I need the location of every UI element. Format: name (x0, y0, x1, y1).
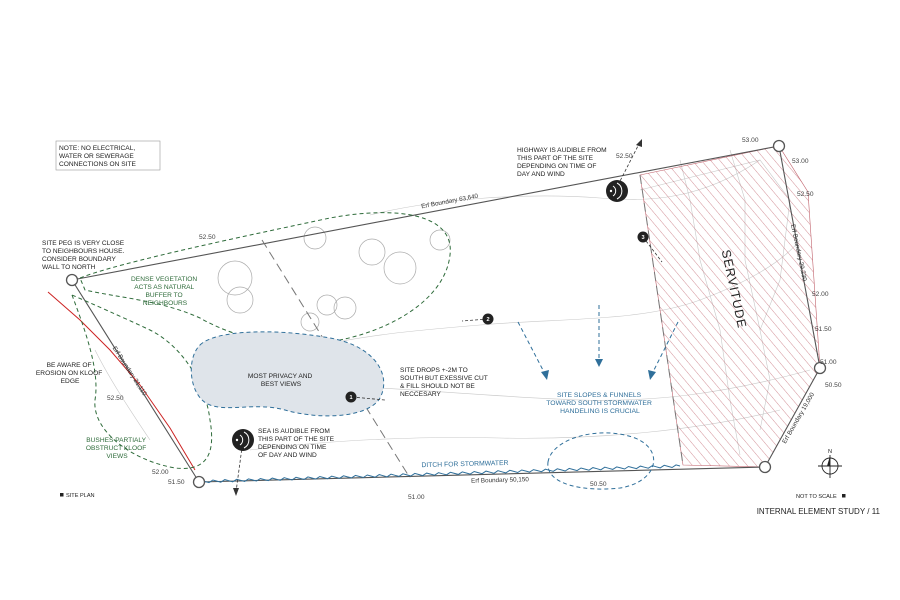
level-label: 51.50 (168, 479, 185, 486)
marker-1-label: 1 (349, 395, 352, 401)
marker-3: 3 (637, 231, 649, 243)
sound-icon (606, 180, 628, 202)
note-text: NOTE: NO ELECTRICAL, WATER OR SEWERAGE C… (59, 145, 137, 168)
highway-annotation: HIGHWAY IS AUDIBLE FROM THIS PART OF THE… (517, 147, 608, 178)
vegetation-buffer (79, 212, 451, 345)
level-label: 53.00 (742, 137, 759, 144)
spot-levels: 53.00 53.00 52.50 52.50 52.50 52.50 52.0… (107, 137, 842, 501)
level-label: 50.50 (825, 382, 842, 389)
leader-arrowhead-north (636, 139, 642, 147)
erf-boundary (71, 145, 821, 483)
level-label: 52.50 (797, 191, 814, 198)
boundary-north-label: Erf Boundary 63,640 (421, 193, 480, 211)
stormwater-arrows (517, 305, 679, 375)
sheet-title: INTERNAL ELEMENT STUDY / 11 (757, 507, 881, 516)
marker-2: 2 (482, 313, 494, 325)
vegetation-annotation: DENSE VEGETATION ACTS AS NATURAL BUFFER … (131, 276, 199, 307)
level-label: 51.00 (820, 359, 837, 366)
privacy-zone (190, 331, 385, 417)
north-arrow: N (818, 449, 842, 478)
slopes-annotation: SITE SLOPES & FUNNELS TOWARD SOUTH STORM… (546, 392, 654, 415)
sea-annotation: SEA IS AUDIBLE FROM THIS PART OF THE SIT… (258, 428, 336, 459)
level-label: 52.50 (107, 395, 124, 402)
level-label: 53.00 (792, 158, 809, 165)
erosion-annotation: BE AWARE OF EROSION ON KLOOF EDGE (36, 362, 104, 385)
level-label: 52.50 (199, 234, 216, 241)
not-to-scale-label: NOT TO SCALE (796, 494, 837, 500)
level-label: 52.00 (152, 469, 169, 476)
site-peg-annotation: SITE PEG IS VERY CLOSE TO NEIGHBOURS HOU… (42, 240, 126, 271)
stormwater-basin (547, 432, 655, 490)
ditch-label: DITCH FOR STORMWATER (421, 460, 508, 469)
corner-pegs (65, 139, 827, 489)
kloof-edge-line (47, 291, 196, 471)
not-to-scale-square (842, 494, 846, 498)
stormwater-ditch (204, 464, 681, 484)
boundary-west-label: Erf Boundary 21,110 (111, 345, 148, 397)
privacy-annotation: MOST PRIVACY AND BEST VIEWS (248, 373, 314, 388)
level-label: 51.00 (408, 494, 425, 501)
sound-icon (232, 429, 254, 451)
footer: SITE PLAN NOT TO SCALE INTERNAL ELEMENT … (60, 493, 881, 516)
level-label: 50.50 (590, 481, 607, 488)
level-label: 52.00 (812, 291, 829, 298)
stormwater-arrowheads (541, 359, 656, 380)
marker-1: 1 (345, 391, 357, 403)
north-label: N (828, 449, 832, 455)
site-plan-square (60, 493, 64, 497)
bushes-area (71, 294, 213, 469)
trees (217, 226, 451, 332)
servitude-area (639, 145, 821, 468)
site-plan-label: SITE PLAN (66, 493, 95, 499)
level-label: 51.50 (815, 326, 832, 333)
site-drops-annotation: SITE DROPS +-2M TO SOUTH BUT EXESSIVE CU… (400, 367, 490, 398)
leader-arrowhead-south (233, 488, 239, 496)
marker-3-label: 3 (641, 235, 644, 241)
note-box (55, 140, 161, 171)
bushes-annotation: BUSHES PARTIALY OBSTRUCT KLOOF VIEWS (86, 437, 148, 460)
level-label: 52.50 (616, 153, 633, 160)
marker-2-label: 2 (486, 317, 489, 323)
boundary-south-label: Erf Boundary 50,150 (471, 476, 529, 485)
